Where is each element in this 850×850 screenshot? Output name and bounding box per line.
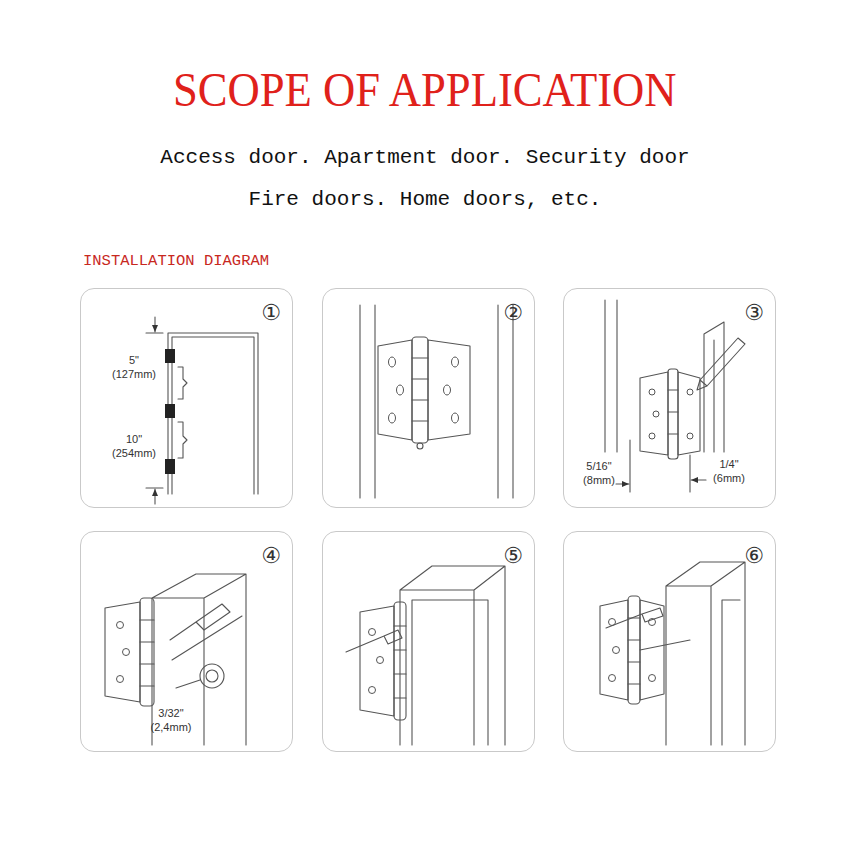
step-number: ③ <box>740 301 768 325</box>
dimension-label: 5" (127mm) <box>107 353 161 381</box>
fixing-hinge-frame-part <box>722 600 740 745</box>
door-elevation-part <box>146 333 163 488</box>
title-row: SCOPE OF APPLICATION <box>0 62 850 118</box>
dimension-label: 5/16" (8mm) <box>572 459 626 487</box>
step-number: ⑤ <box>499 544 527 568</box>
fixing-hinge-frame-part <box>640 600 664 700</box>
hinge-front-view-part <box>389 413 396 423</box>
step-panel: ① 5" (127mm) 10" (254mm) <box>80 288 293 508</box>
marking-hinge-part <box>649 433 655 439</box>
fixing-hinge-frame-part <box>600 600 628 700</box>
door-elevation-part <box>168 333 258 494</box>
fixing-hinge-frame-part <box>613 647 620 654</box>
drilling-holes-part <box>140 620 154 686</box>
marking-hinge-part <box>640 372 668 455</box>
fixing-hinge-frame-part <box>606 608 663 628</box>
fixing-hinge-frame-part <box>628 618 640 684</box>
section-heading: INSTALLATION DIAGRAM <box>83 252 403 270</box>
fixing-hinge-door-part <box>377 657 384 664</box>
fixing-hinge-frame-part <box>666 562 745 745</box>
drilling-holes-part <box>172 616 242 660</box>
door-elevation-part <box>165 349 175 363</box>
fixing-hinge-door-part <box>400 566 505 745</box>
step-panel: ③ 5/16" (8mm) 1/4" (6mm) <box>563 288 776 508</box>
marking-hinge-part <box>687 389 693 395</box>
hinge-front-view-part <box>389 357 396 367</box>
marking-hinge-part <box>616 483 629 484</box>
hinge-front-view-part <box>412 358 428 421</box>
dimension-label: 10" (254mm) <box>107 432 161 460</box>
hinge-front-view-part <box>412 337 428 443</box>
fixing-hinge-frame-part <box>628 596 640 704</box>
fixing-hinge-frame-part <box>609 675 616 682</box>
hinge-front-view-part <box>378 340 412 440</box>
drilling-holes-part <box>170 604 230 640</box>
drilling-holes-part <box>152 574 246 745</box>
drilling-holes-part <box>206 670 218 682</box>
marking-hinge-part <box>605 300 617 452</box>
marking-hinge-part <box>653 411 659 417</box>
fixing-hinge-door-part <box>346 630 402 652</box>
scope-text: Fire doors. Home doors, etc. <box>0 188 850 212</box>
hinge-front-view-part <box>417 443 423 449</box>
hinge-front-view <box>360 305 513 498</box>
hinge-front-view-part <box>444 385 451 395</box>
fixing-hinge-door-part <box>394 626 406 698</box>
drilling-holes-part <box>117 622 124 629</box>
drilling-holes <box>105 574 246 745</box>
dimension-label: 3/32" (2,4mm) <box>144 706 198 734</box>
drilling-holes-part <box>200 664 224 688</box>
marking-hinge-part <box>630 440 690 492</box>
door-elevation-part <box>154 317 155 332</box>
fixing-hinge-door-part <box>369 629 376 636</box>
door-elevation-part <box>178 367 187 458</box>
hinge-front-view-part <box>428 340 470 440</box>
step-number: ① <box>257 301 285 325</box>
door-elevation <box>146 317 258 504</box>
marking-hinge-part <box>668 390 678 434</box>
fixing-hinge-door-part <box>394 602 406 720</box>
drilling-holes-part <box>105 602 140 702</box>
drilling-holes-part <box>123 649 130 656</box>
fixing-hinge-door-part <box>412 600 488 745</box>
fixing-hinge-door-part <box>360 606 394 716</box>
fixing-hinge-door-part <box>369 687 376 694</box>
door-elevation-part <box>165 404 175 418</box>
step-panel: ⑤ <box>322 531 535 752</box>
step-number: ④ <box>257 544 285 568</box>
hinge-front-view-part <box>452 357 459 367</box>
drilling-holes-part <box>140 598 154 706</box>
hinge-front-view-part <box>360 305 513 498</box>
fixing-hinge-door <box>346 566 505 745</box>
fixing-hinge-frame-part <box>640 640 690 650</box>
scope-text: Access door. Apartment door. Security do… <box>0 146 850 170</box>
step-number: ② <box>499 301 527 325</box>
step-panel: ④ 3/32" (2,4mm) <box>80 531 293 752</box>
step-panel: ⑥ <box>563 531 776 752</box>
marking-hinge-part <box>704 322 724 452</box>
door-elevation-part <box>154 489 155 504</box>
step-number: ⑥ <box>740 544 768 568</box>
marking-hinge-part <box>668 369 678 459</box>
marking-hinge-part <box>687 433 693 439</box>
hinge-front-view-part <box>397 385 404 395</box>
drilling-holes-part <box>117 676 124 683</box>
step-panel: ② <box>322 288 535 508</box>
hinge-front-view-part <box>452 413 459 423</box>
marking-hinge-part <box>697 338 745 390</box>
marking-hinge-part <box>678 372 700 455</box>
title: SCOPE OF APPLICATION <box>173 62 677 118</box>
drilling-holes-part <box>176 680 200 688</box>
dimension-label: 1/4" (6mm) <box>704 457 754 485</box>
fixing-hinge-frame <box>600 562 745 745</box>
door-elevation-part <box>165 459 175 474</box>
fixing-hinge-frame-part <box>649 675 656 682</box>
marking-hinge-part <box>649 389 655 395</box>
marking-hinge-part <box>691 479 706 480</box>
